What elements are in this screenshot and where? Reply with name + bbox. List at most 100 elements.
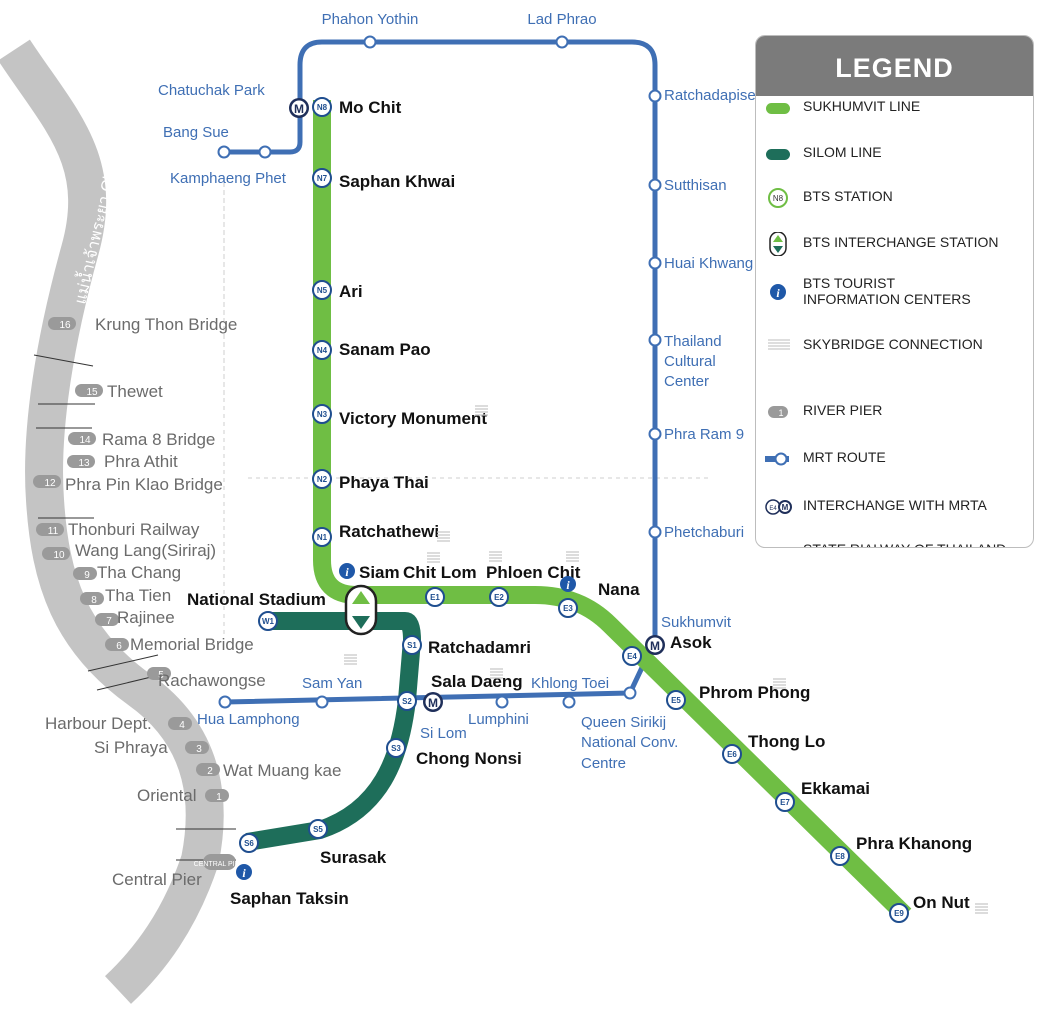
mrt-station-label: Lumphini [468, 711, 529, 728]
mrt-station-dot[interactable] [217, 145, 231, 159]
station-label-n3: Victory Monument [339, 409, 487, 428]
mrt-station-label: Phra Ram 9 [664, 426, 744, 443]
state-railway [223, 180, 712, 635]
station-label-n7: Saphan Khwai [339, 172, 455, 191]
bts-station-s3[interactable]: S3 [386, 738, 406, 758]
pier-label: Tha Chang [97, 563, 181, 582]
mrt-station-dot[interactable] [623, 686, 637, 700]
mrt-station-label: Phetchaburi [664, 524, 744, 541]
station-label-n4: Sanam Pao [339, 340, 431, 359]
bts-station-e3[interactable]: E3 [558, 598, 578, 618]
pier-label: Rachawongse [158, 671, 266, 690]
bts-station-n7[interactable]: N7 [312, 168, 332, 188]
siam-interchange-station[interactable] [344, 584, 378, 636]
bts-station-n1[interactable]: N1 [312, 527, 332, 547]
station-label-s5: Surasak [320, 848, 387, 867]
pier-code: 10 [53, 550, 65, 561]
bts-station-e4[interactable]: E4 [622, 646, 642, 666]
mrt-station-label: Sukhumvit [661, 614, 732, 631]
legend-label: RIVER PIER [803, 402, 883, 418]
mrt-station-label: Phahon Yothin [322, 11, 419, 28]
bts-station-n3[interactable]: N3 [312, 404, 332, 424]
mrt-station-label: Kamphaeng Phet [170, 170, 287, 187]
station-code: E7 [780, 798, 790, 807]
bts-station-e7[interactable]: E7 [775, 792, 795, 812]
mrt-station-dot[interactable] [555, 35, 569, 49]
mrt-station-dot[interactable] [648, 525, 662, 539]
station-label-n1: Ratchathewi [339, 522, 439, 541]
river-pier-7: 9 [73, 567, 97, 581]
info-icon: i [770, 284, 786, 300]
mrt-station-label: Centre [581, 755, 626, 772]
pier-label: Thewet [107, 382, 163, 401]
bts-station-s6[interactable]: S6 [239, 833, 259, 853]
bts-station-s5[interactable]: S5 [308, 819, 328, 839]
mrt-station-label: National Conv. [581, 734, 678, 751]
mrt-interchange-icon: M [645, 635, 665, 655]
station-code: N3 [317, 410, 328, 419]
mrt-station-dot[interactable] [648, 427, 662, 441]
pier-label: Tha Tien [105, 586, 171, 605]
bts-interchange-icon [769, 232, 787, 256]
bts-station-e1[interactable]: E1 [425, 587, 445, 607]
sukhumvit-line [313, 100, 912, 922]
bts-station-icon: N8 [768, 188, 788, 208]
svg-text:N8: N8 [773, 194, 784, 203]
station-label-w1: National Stadium [187, 590, 326, 609]
bts-station-s1[interactable]: S1 [402, 635, 422, 655]
station-code: E5 [671, 696, 681, 705]
pier-code: 4 [179, 720, 185, 731]
mrt-station-label: Center [664, 373, 709, 390]
river-pier-16: CENTRAL PIER [194, 854, 244, 870]
bts-station-n2[interactable]: N2 [312, 469, 332, 489]
mrt-station-dot[interactable] [258, 145, 272, 159]
pier-code: 15 [86, 387, 98, 398]
pier-code: 7 [106, 616, 112, 627]
mrt-station-dot[interactable] [648, 178, 662, 192]
pier-label: Oriental [137, 786, 197, 805]
bts-station-s2[interactable]: S2 [397, 691, 417, 711]
svg-text:M: M [650, 639, 660, 653]
station-code: N5 [317, 286, 328, 295]
river-pier-2: 14 [68, 432, 96, 446]
pier-label: Wang Lang(Siriraj) [75, 541, 216, 560]
bts-station-n8[interactable]: N8 [312, 97, 332, 117]
station-label-e8: Phra Khanong [856, 834, 972, 853]
mrt-station-label: Thailand [664, 333, 722, 350]
mrt-station-dot[interactable] [648, 256, 662, 270]
mrt-station-dot[interactable] [562, 695, 576, 709]
bts-station-n4[interactable]: N4 [312, 340, 332, 360]
bts-station-w1[interactable]: W1 [258, 611, 278, 631]
mrt-station-dot[interactable] [648, 333, 662, 347]
mrt-station-dot[interactable] [495, 695, 509, 709]
mrt-station-label: Si Lom [420, 725, 467, 742]
mrt-station-dot[interactable] [218, 695, 232, 709]
bts-station-n5[interactable]: N5 [312, 280, 332, 300]
station-label-n2: Phaya Thai [339, 473, 429, 492]
bts-station-e2[interactable]: E2 [489, 587, 509, 607]
station-code: E2 [494, 593, 504, 602]
mrt-station-dot[interactable] [648, 89, 662, 103]
station-code: N4 [317, 346, 328, 355]
svg-text:M: M [782, 503, 789, 512]
mrt-station-dot[interactable] [315, 695, 329, 709]
bts-station-e5[interactable]: E5 [666, 690, 686, 710]
station-label-e9: On Nut [913, 893, 970, 912]
mrt-station-dot[interactable] [363, 35, 377, 49]
bts-station-e9[interactable]: E9 [889, 903, 909, 923]
station-code: E3 [563, 604, 573, 613]
bts-station-e8[interactable]: E8 [830, 846, 850, 866]
skybridge-icon [489, 551, 502, 562]
mrt-station-label: Queen Sirikij [581, 714, 666, 731]
skybridge-icon [566, 551, 579, 562]
bts-station-e6[interactable]: E6 [722, 744, 742, 764]
pier-code: 3 [196, 744, 202, 755]
pier-code: 16 [59, 320, 71, 331]
station-code: N7 [317, 174, 328, 183]
pier-label: Central Pier [112, 870, 202, 889]
pier-label: Thonburi Railway [68, 520, 200, 539]
pier-label: Wat Muang kae [223, 761, 341, 780]
